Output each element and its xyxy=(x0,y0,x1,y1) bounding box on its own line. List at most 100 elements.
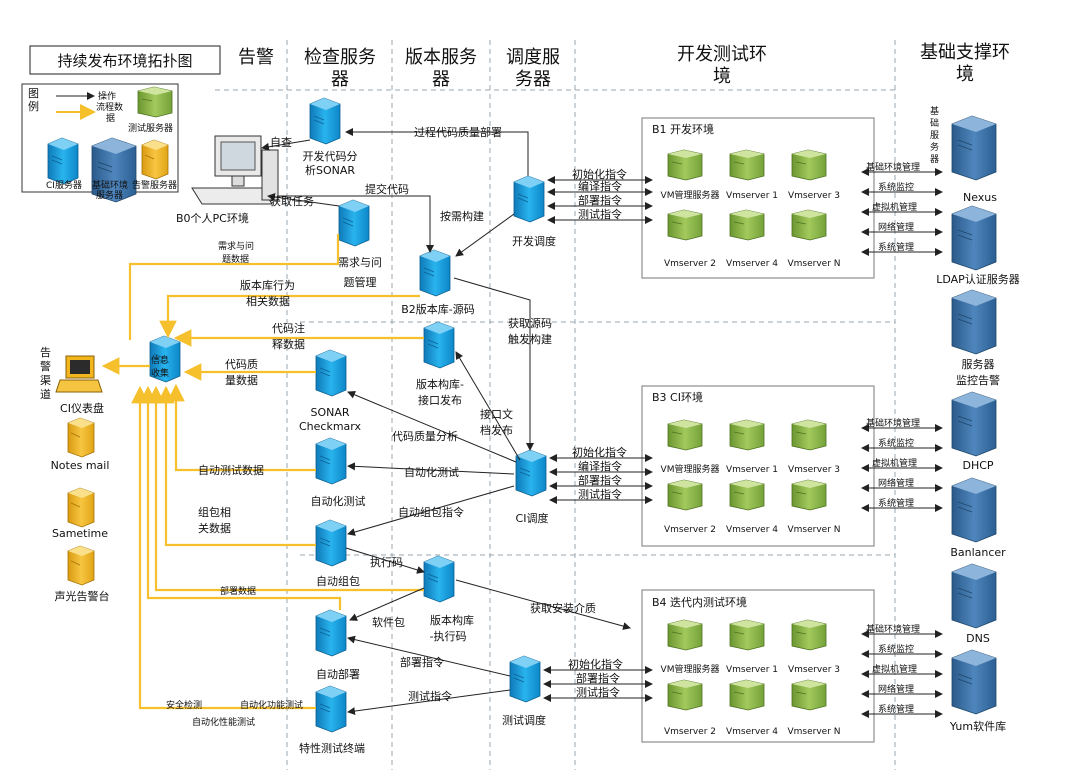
alarm-channel-3: 渠 xyxy=(40,374,51,387)
env-b4: B4 迭代内测试环境 VM管理服务器 Vmserver 1 Vmserver 3… xyxy=(641,589,875,743)
base-svc-2: 础 xyxy=(930,117,939,129)
flow-version-data xyxy=(159,294,420,339)
banlancer-server xyxy=(951,477,997,543)
edge-security: 安全检测 xyxy=(166,699,202,711)
exec-repo-label-1: 版本构库 xyxy=(430,613,474,627)
ldap-label: LDAP认证服务器 xyxy=(936,273,1020,286)
legend-ci-server: CI服务器 xyxy=(46,179,82,191)
b3-deploy: 部署指令 xyxy=(578,473,622,487)
auto-deploy-label: 自动部署 xyxy=(316,667,360,681)
arrow-get-src xyxy=(453,277,534,451)
page-title: 持续发布环境拓扑图 xyxy=(57,52,192,70)
b1-vm2: Vmserver 2 xyxy=(664,259,716,269)
req-label-1: 需求与问 xyxy=(338,256,382,269)
auto-test-label: 自动化测试 xyxy=(311,494,366,508)
edge-comment-2: 释数据 xyxy=(272,337,305,351)
arrow-submit-code xyxy=(278,195,434,253)
legend-base-2: 服务器 xyxy=(96,189,123,201)
col-base-2: 境 xyxy=(956,64,974,85)
pc-self-check: 自查 xyxy=(270,135,292,149)
alarm-channel-2: 警 xyxy=(40,359,51,373)
base-servers: 基 础 服 务 器 Nexus LDAP认证服务器 服务器 监控告警 DHCP … xyxy=(930,105,1020,733)
edge-ver-data-2: 相关数据 xyxy=(246,294,290,308)
ci-sched-label: CI调度 xyxy=(516,511,549,525)
b4-deploy: 部署指令 xyxy=(576,671,620,685)
dev-sched-label: 开发调度 xyxy=(512,234,556,248)
sametime-label: Sametime xyxy=(52,527,108,540)
edge-get-media: 获取安装介质 xyxy=(530,601,596,615)
sonar-server xyxy=(315,349,347,397)
b1-vm4: Vmserver 4 xyxy=(726,259,778,269)
feature-label: 特性测试终端 xyxy=(299,741,365,755)
edge-pack-data-1: 组包相 xyxy=(198,505,231,519)
column-headers: 告警 检查服务 器 版本服务 器 调度服 务器 开发测试环 境 基础支撑环 境 xyxy=(238,42,1010,90)
b3-base-mgr: 基础环境管理 xyxy=(866,417,920,429)
sametime-icon xyxy=(67,487,95,528)
alarm-channel-4: 道 xyxy=(40,387,51,401)
exec-repo-label-2: -执行码 xyxy=(430,629,467,643)
env-b3: B3 CI环境 VM管理服务器 Vmserver 1 Vmserver 3 Vm… xyxy=(641,385,875,547)
edge-auto-data: 自动测试数据 xyxy=(198,463,264,477)
alarm-channel-1: 告 xyxy=(40,346,51,359)
env-b1: B1 开发环境 VM管理服务器 Vmserver 1 Vmserver 3 Vm… xyxy=(641,117,875,279)
legend-flow-1: 流程数 xyxy=(96,101,123,113)
arrow-test-cmd xyxy=(347,689,511,716)
exec-repo-server xyxy=(423,555,455,603)
base-svc-3: 服 xyxy=(930,130,939,141)
monitor-label-2: 监控告警 xyxy=(956,373,1000,387)
dhcp-label: DHCP xyxy=(962,459,993,472)
edge-deploy-data: 部署数据 xyxy=(220,585,256,597)
col-base-1: 基础支撑环 xyxy=(920,42,1010,63)
b1-vm-mgr: VM管理服务器 xyxy=(661,189,720,201)
edge-auto-pack: 自动组包指令 xyxy=(398,505,464,519)
edge-req-data-2: 题数据 xyxy=(222,253,249,265)
dev-sonar-label-1: 开发代码分 xyxy=(303,149,358,163)
legend-test-server: 测试服务器 xyxy=(128,122,173,134)
flow-req-data xyxy=(128,234,340,340)
b4-vm-mgr-e: 虚拟机管理 xyxy=(872,663,917,675)
env-b1-box xyxy=(641,117,875,279)
pc-screen xyxy=(220,141,256,171)
sonar-label-1: SONAR xyxy=(310,406,349,419)
b1-sys-mgr: 系统管理 xyxy=(878,241,914,253)
req-server xyxy=(338,199,370,247)
b4-test: 测试指令 xyxy=(576,685,620,699)
flow-pack-data xyxy=(157,385,316,547)
b4-net-mgr: 网络管理 xyxy=(878,683,914,695)
pc-workstation xyxy=(191,135,279,205)
col-devtest-2: 境 xyxy=(713,66,731,87)
arrow-quality-an xyxy=(347,391,517,463)
notes-mail-label: Notes mail xyxy=(51,459,110,472)
arrow-pkg xyxy=(349,587,425,621)
column-separators xyxy=(215,40,896,770)
check-servers: 开发代码分 析SONAR 需求与问 题管理 SONAR Checkmarx 自动… xyxy=(299,97,382,755)
col-version-1: 版本服务 xyxy=(405,47,477,68)
edge-reg: 自动化功能测试 xyxy=(240,699,303,711)
scheduler-servers: 开发调度 CI调度 测试调度 xyxy=(502,175,556,727)
dev-sched-server xyxy=(513,175,545,223)
col-alarm: 告警 xyxy=(238,47,274,68)
edge-get-src-2: 触发构建 xyxy=(508,332,552,346)
info-collect-label-2: 收集 xyxy=(151,367,169,379)
b4-base-mgr: 基础环境管理 xyxy=(866,623,920,635)
b4-sys-mon: 系统监控 xyxy=(878,643,914,655)
b4-vm1: Vmserver 1 xyxy=(726,665,778,675)
edge-pkg: 软件包 xyxy=(372,615,405,629)
arrow-auto-test xyxy=(347,462,515,475)
env-b4-box xyxy=(641,589,875,743)
legend-title-2: 例 xyxy=(28,99,39,113)
edge-comment-1: 代码注 xyxy=(272,321,305,335)
b3-net-mgr: 网络管理 xyxy=(878,477,914,489)
yum-label: Yum软件库 xyxy=(949,719,1006,733)
col-check-1: 检查服务 xyxy=(304,47,376,68)
yum-server xyxy=(951,649,997,715)
data-flow-arrows xyxy=(101,234,424,710)
env-b1-title: B1 开发环境 xyxy=(652,122,714,136)
flow-auto-test-data xyxy=(167,383,316,472)
legend-test-server-icon xyxy=(137,86,173,118)
src-repo-label: B2版本库-源码 xyxy=(401,302,475,316)
edge-exec-code: 执行码 xyxy=(370,555,403,569)
pc-submit: 提交代码 xyxy=(365,182,409,196)
arrow-self-check xyxy=(261,139,311,151)
b4-vm2: Vmserver 2 xyxy=(664,727,716,737)
